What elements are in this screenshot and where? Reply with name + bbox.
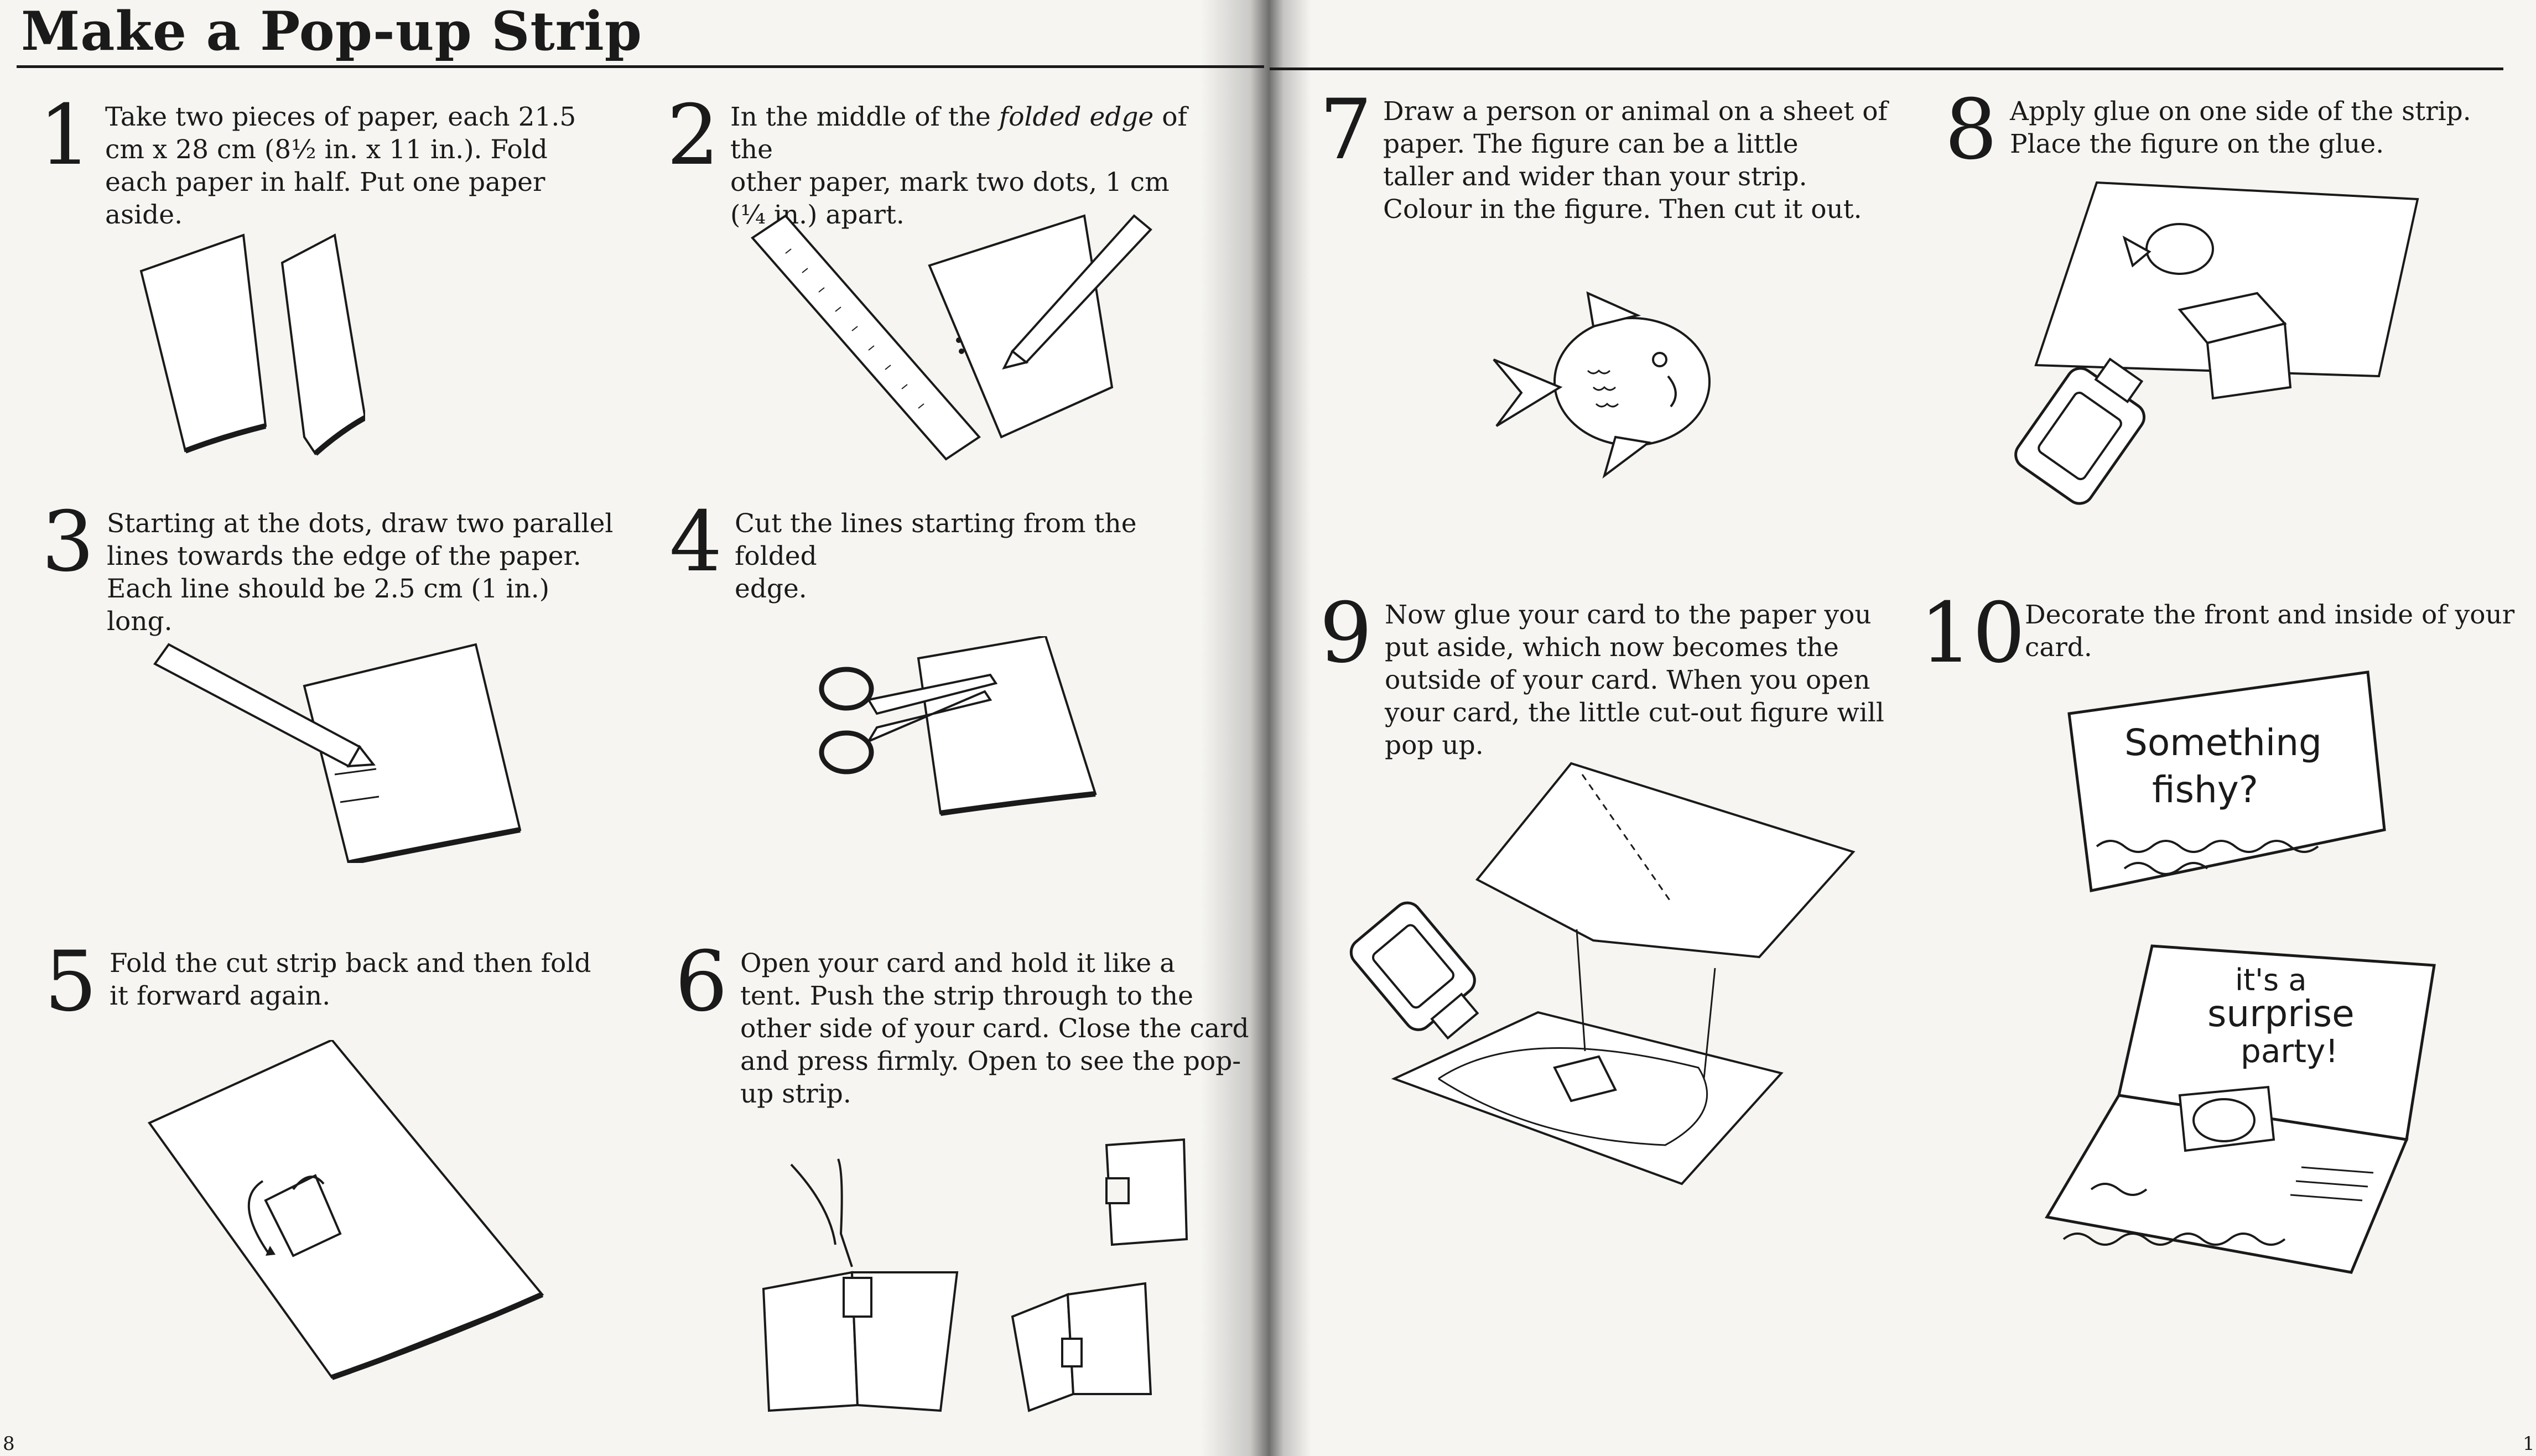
step-text-emphasis: folded edge xyxy=(999,102,1154,132)
open-card-tent-illustration xyxy=(762,1138,1188,1412)
step-number: 5 xyxy=(44,934,97,1030)
step-text: Apply glue on one side of the strip. Pla… xyxy=(2010,96,2471,159)
step-1: 1 Take two pieces of paper, each 21.5 cm… xyxy=(39,94,592,260)
card-inside-popup-illustration: it's a surprise party! xyxy=(2045,944,2436,1274)
card-front-illustration: Something fishy? xyxy=(2067,670,2386,892)
step-text: Now glue your card to the paper you put … xyxy=(1385,600,1884,761)
step-text: Starting at the dots, draw two parallel … xyxy=(107,508,614,637)
step-text-part: In the middle of the xyxy=(730,102,999,132)
glue-figure-on-strip-illustration xyxy=(2014,181,2419,505)
card-front-text-line1: Something xyxy=(2124,721,2322,764)
two-folded-papers-illustration xyxy=(139,233,365,456)
step-6: 6 Open your card and hold it like a tent… xyxy=(675,940,1256,1123)
card-front-text-line2: fishy? xyxy=(2152,768,2258,811)
step-number: 9 xyxy=(1319,585,1373,682)
title-rule-left xyxy=(17,65,1264,68)
step-8: 8 Apply glue on one side of the strip. P… xyxy=(1945,89,2525,199)
page-number-left: 8 xyxy=(3,1433,15,1455)
step-number: 4 xyxy=(669,494,723,590)
step-text: Decorate the front and inside of your ca… xyxy=(2025,600,2515,663)
step-5: 5 Fold the cut strip back and then fold … xyxy=(44,940,625,1051)
card-inside-text-line2: surprise xyxy=(2207,992,2355,1035)
title-rule-right xyxy=(1270,67,2503,70)
step-text-part: of the other paper, mark two dots, 1 cm … xyxy=(730,102,1187,230)
page-number-right: 1 xyxy=(2523,1433,2535,1455)
fold-strip-illustration xyxy=(147,1040,544,1380)
step-4: 4 Cut the lines starting from the folded… xyxy=(669,501,1223,611)
step-text: Take two pieces of paper, each 21.5 cm x… xyxy=(105,102,576,230)
step-7: 7 Draw a person or animal on a sheet of … xyxy=(1319,89,1900,254)
step-10: 10 Decorate the front and inside of your… xyxy=(1920,592,2528,703)
step-text: Fold the cut strip back and then fold it… xyxy=(110,948,591,1011)
fish-cutout-illustration xyxy=(1493,291,1711,479)
pencil-drawing-lines-illustration xyxy=(153,643,522,863)
step-number: 2 xyxy=(667,87,720,184)
step-number: 1 xyxy=(39,87,92,184)
step-number: 6 xyxy=(675,934,728,1030)
step-number: 10 xyxy=(1920,585,2025,682)
step-number: 3 xyxy=(41,494,95,590)
step-2: 2 In the middle of the folded edge of th… xyxy=(667,94,1220,260)
card-inside-text-line1: it's a xyxy=(2235,963,2306,997)
step-number: 8 xyxy=(1945,82,1998,178)
step-9: 9 Now glue your card to the paper you pu… xyxy=(1319,592,1900,774)
book-gutter-shadow xyxy=(1201,0,1311,1456)
step-text: In the middle of the folded edge of the … xyxy=(730,101,1220,231)
ruler-and-pencil-illustration xyxy=(750,214,1152,461)
step-text: Open your card and hold it like a tent. … xyxy=(740,948,1249,1109)
step-3: 3 Starting at the dots, draw two paralle… xyxy=(41,501,622,667)
card-inside-text-line3: party! xyxy=(2241,1032,2338,1070)
glue-card-to-paper-illustration xyxy=(1349,762,1856,1185)
step-text: Cut the lines starting from the folded e… xyxy=(735,508,1137,604)
step-text: Draw a person or animal on a sheet of pa… xyxy=(1383,96,1888,225)
page-title: Make a Pop-up Strip xyxy=(21,0,642,63)
step-number: 7 xyxy=(1319,82,1373,178)
scissors-cutting-illustration xyxy=(819,636,1097,816)
